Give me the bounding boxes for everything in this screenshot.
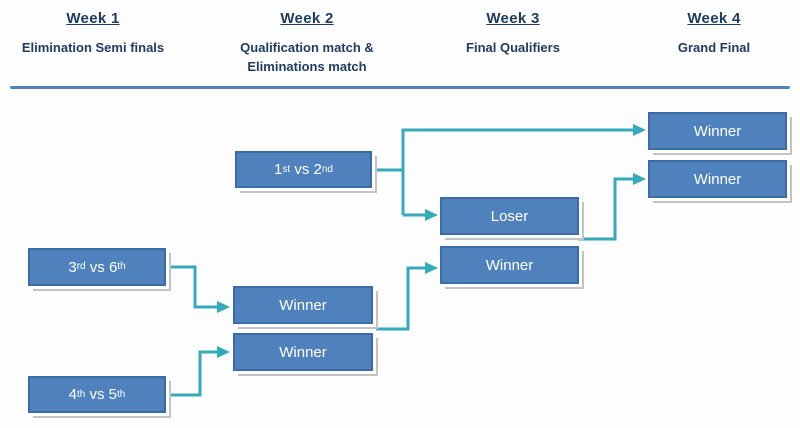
connector-1v2-outputs: [377, 124, 646, 221]
arrow-to-week2-winner-bottom-icon: [217, 346, 230, 358]
connector-final-qualifier-to-grand-final: [578, 173, 646, 241]
week3-winner-label: Winner: [485, 256, 534, 274]
week4-winner-bottom-label: Winner: [693, 170, 742, 188]
week-4-title: Week 4: [687, 10, 741, 27]
week-1-header: Week 1 Elimination Semi finals: [0, 10, 203, 58]
match-1v2-mid: vs 2: [290, 161, 322, 178]
week4-winner-top-box: Winner: [648, 112, 787, 150]
week-4-header: Week 4 Grand Final: [604, 10, 800, 58]
arrow-to-week3-winner-icon: [425, 262, 438, 274]
week2-winner-bottom-label: Winner: [279, 343, 327, 361]
arrow-to-week2-winner-top-icon: [217, 301, 230, 313]
arrow-to-loser-icon: [425, 209, 438, 221]
header-divider-line: [10, 86, 790, 89]
week-1-subtitle: Elimination Semi finals: [21, 40, 165, 55]
connector-3v6-to-eliminations: [171, 265, 230, 313]
week-3-header: Week 3 Final Qualifiers: [403, 10, 623, 58]
match-3v6-mid: vs 6: [85, 258, 118, 276]
match-4v5-mid: vs 5: [85, 386, 118, 403]
match-1v2-base1: 1: [274, 161, 283, 178]
week4-winner-bottom-box: Winner: [648, 160, 787, 198]
week-2-subtitle: Qualification match & Eliminations match: [240, 40, 374, 74]
connector-4v5-to-eliminations: [171, 346, 230, 397]
week3-loser-box: Loser: [440, 197, 579, 235]
week4-winner-top-label: Winner: [693, 122, 742, 140]
week-2-title: Week 2: [280, 10, 334, 27]
connector-eliminations-to-final-qualifier: [376, 262, 438, 331]
week3-loser-label: Loser: [490, 207, 529, 225]
week2-winner-top-box: Winner: [233, 286, 373, 324]
match-3v6-base1: 3: [68, 258, 77, 276]
match-4v5-base1: 4: [68, 386, 77, 403]
week2-winner-bottom-box: Winner: [233, 333, 373, 371]
week-2-header: Week 2 Qualification match & Elimination…: [197, 10, 417, 77]
week-3-title: Week 3: [486, 10, 540, 27]
week3-winner-box: Winner: [440, 246, 579, 284]
week-3-subtitle: Final Qualifiers: [466, 40, 560, 55]
week-1-title: Week 1: [66, 10, 120, 27]
arrow-to-grand-final-bottom-icon: [633, 173, 646, 185]
week2-winner-top-label: Winner: [279, 296, 327, 314]
week-4-subtitle: Grand Final: [677, 40, 751, 55]
arrow-to-grand-final-top-icon: [633, 124, 646, 136]
